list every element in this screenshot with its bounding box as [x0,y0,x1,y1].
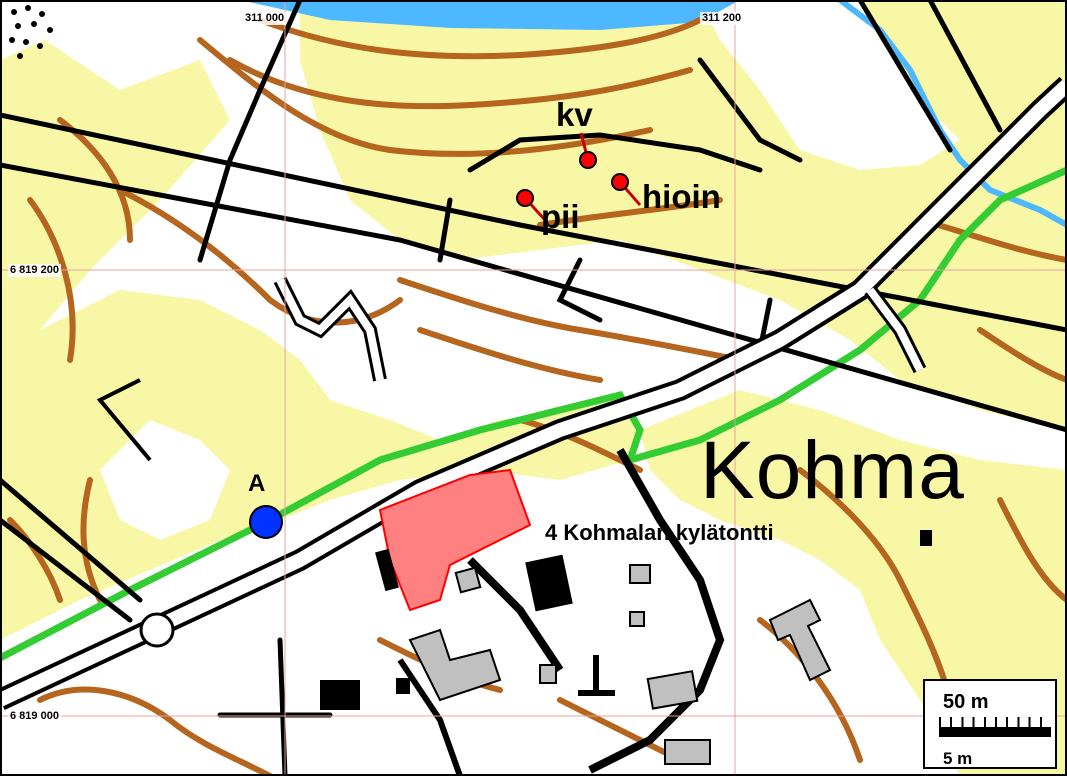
site-area [378,468,532,612]
northing-label-2: 6 819 000 [8,710,61,723]
scale-bar-fill [939,727,1051,737]
easting-label-2: 311 200 [700,12,744,25]
point-a-label: A [248,470,266,497]
scale-label-primary: 50 m [943,691,989,713]
find-label-hioin: hioin [642,178,721,215]
northing-label-1: 6 819 200 [8,264,61,277]
find-markers [516,132,642,222]
find-label-kv: kv [556,96,593,133]
rock-pattern [9,5,53,59]
scale-label-secondary: 5 m [943,749,973,768]
main-road [0,76,1067,710]
dark-buildings [320,530,932,710]
water-areas [240,0,1067,228]
junction-marker [139,612,175,648]
scale-ticks [939,717,1051,727]
place-name-label: Kohma [700,425,965,516]
scale-bar: 50 m 5 m [923,679,1057,769]
site-label: 4 Kohmalan kylätontti [545,520,774,545]
side-roads [96,276,927,776]
point-a-marker [249,505,283,539]
easting-label-1: 311 000 [243,12,287,25]
find-label-pii: pii [541,198,580,235]
buildings [408,564,832,765]
